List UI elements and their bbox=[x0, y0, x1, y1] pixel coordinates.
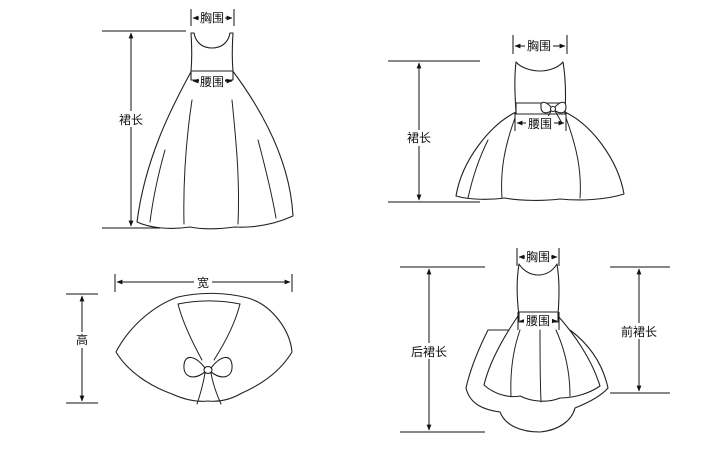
bow-dress-drawing bbox=[455, 61, 625, 201]
bow-dress-chest-label: 胸围 bbox=[527, 38, 551, 53]
bow-dress-figure: 胸围 腰围 裙长 bbox=[388, 35, 625, 203]
shawl-figure: 宽 高 bbox=[66, 274, 293, 405]
bow-dress-waist-label: 腰围 bbox=[528, 117, 552, 131]
shawl-drawing bbox=[115, 292, 293, 405]
long-dress-drawing bbox=[136, 32, 294, 230]
hilo-dress-waist-label: 腰围 bbox=[526, 314, 550, 328]
long-dress-length-label: 裙长 bbox=[119, 113, 143, 127]
shawl-height-label: 高 bbox=[76, 332, 88, 347]
long-dress-waist-label: 腰围 bbox=[200, 75, 224, 89]
bow-dress-length-label: 裙长 bbox=[407, 131, 431, 145]
hilo-dress-figure: 胸围 腰围 后裙长 前裙长 bbox=[400, 248, 670, 433]
hilo-dress-back-length-label: 后裙长 bbox=[411, 345, 447, 359]
long-dress-chest-label: 胸围 bbox=[200, 10, 224, 25]
long-dress-figure: 胸围 腰围 裙长 bbox=[102, 9, 294, 230]
hilo-dress-drawing bbox=[465, 263, 609, 433]
hilo-dress-chest-label: 胸围 bbox=[526, 249, 550, 264]
shawl-width-label: 宽 bbox=[197, 275, 209, 290]
hilo-dress-front-length-label: 前裙长 bbox=[621, 324, 657, 339]
